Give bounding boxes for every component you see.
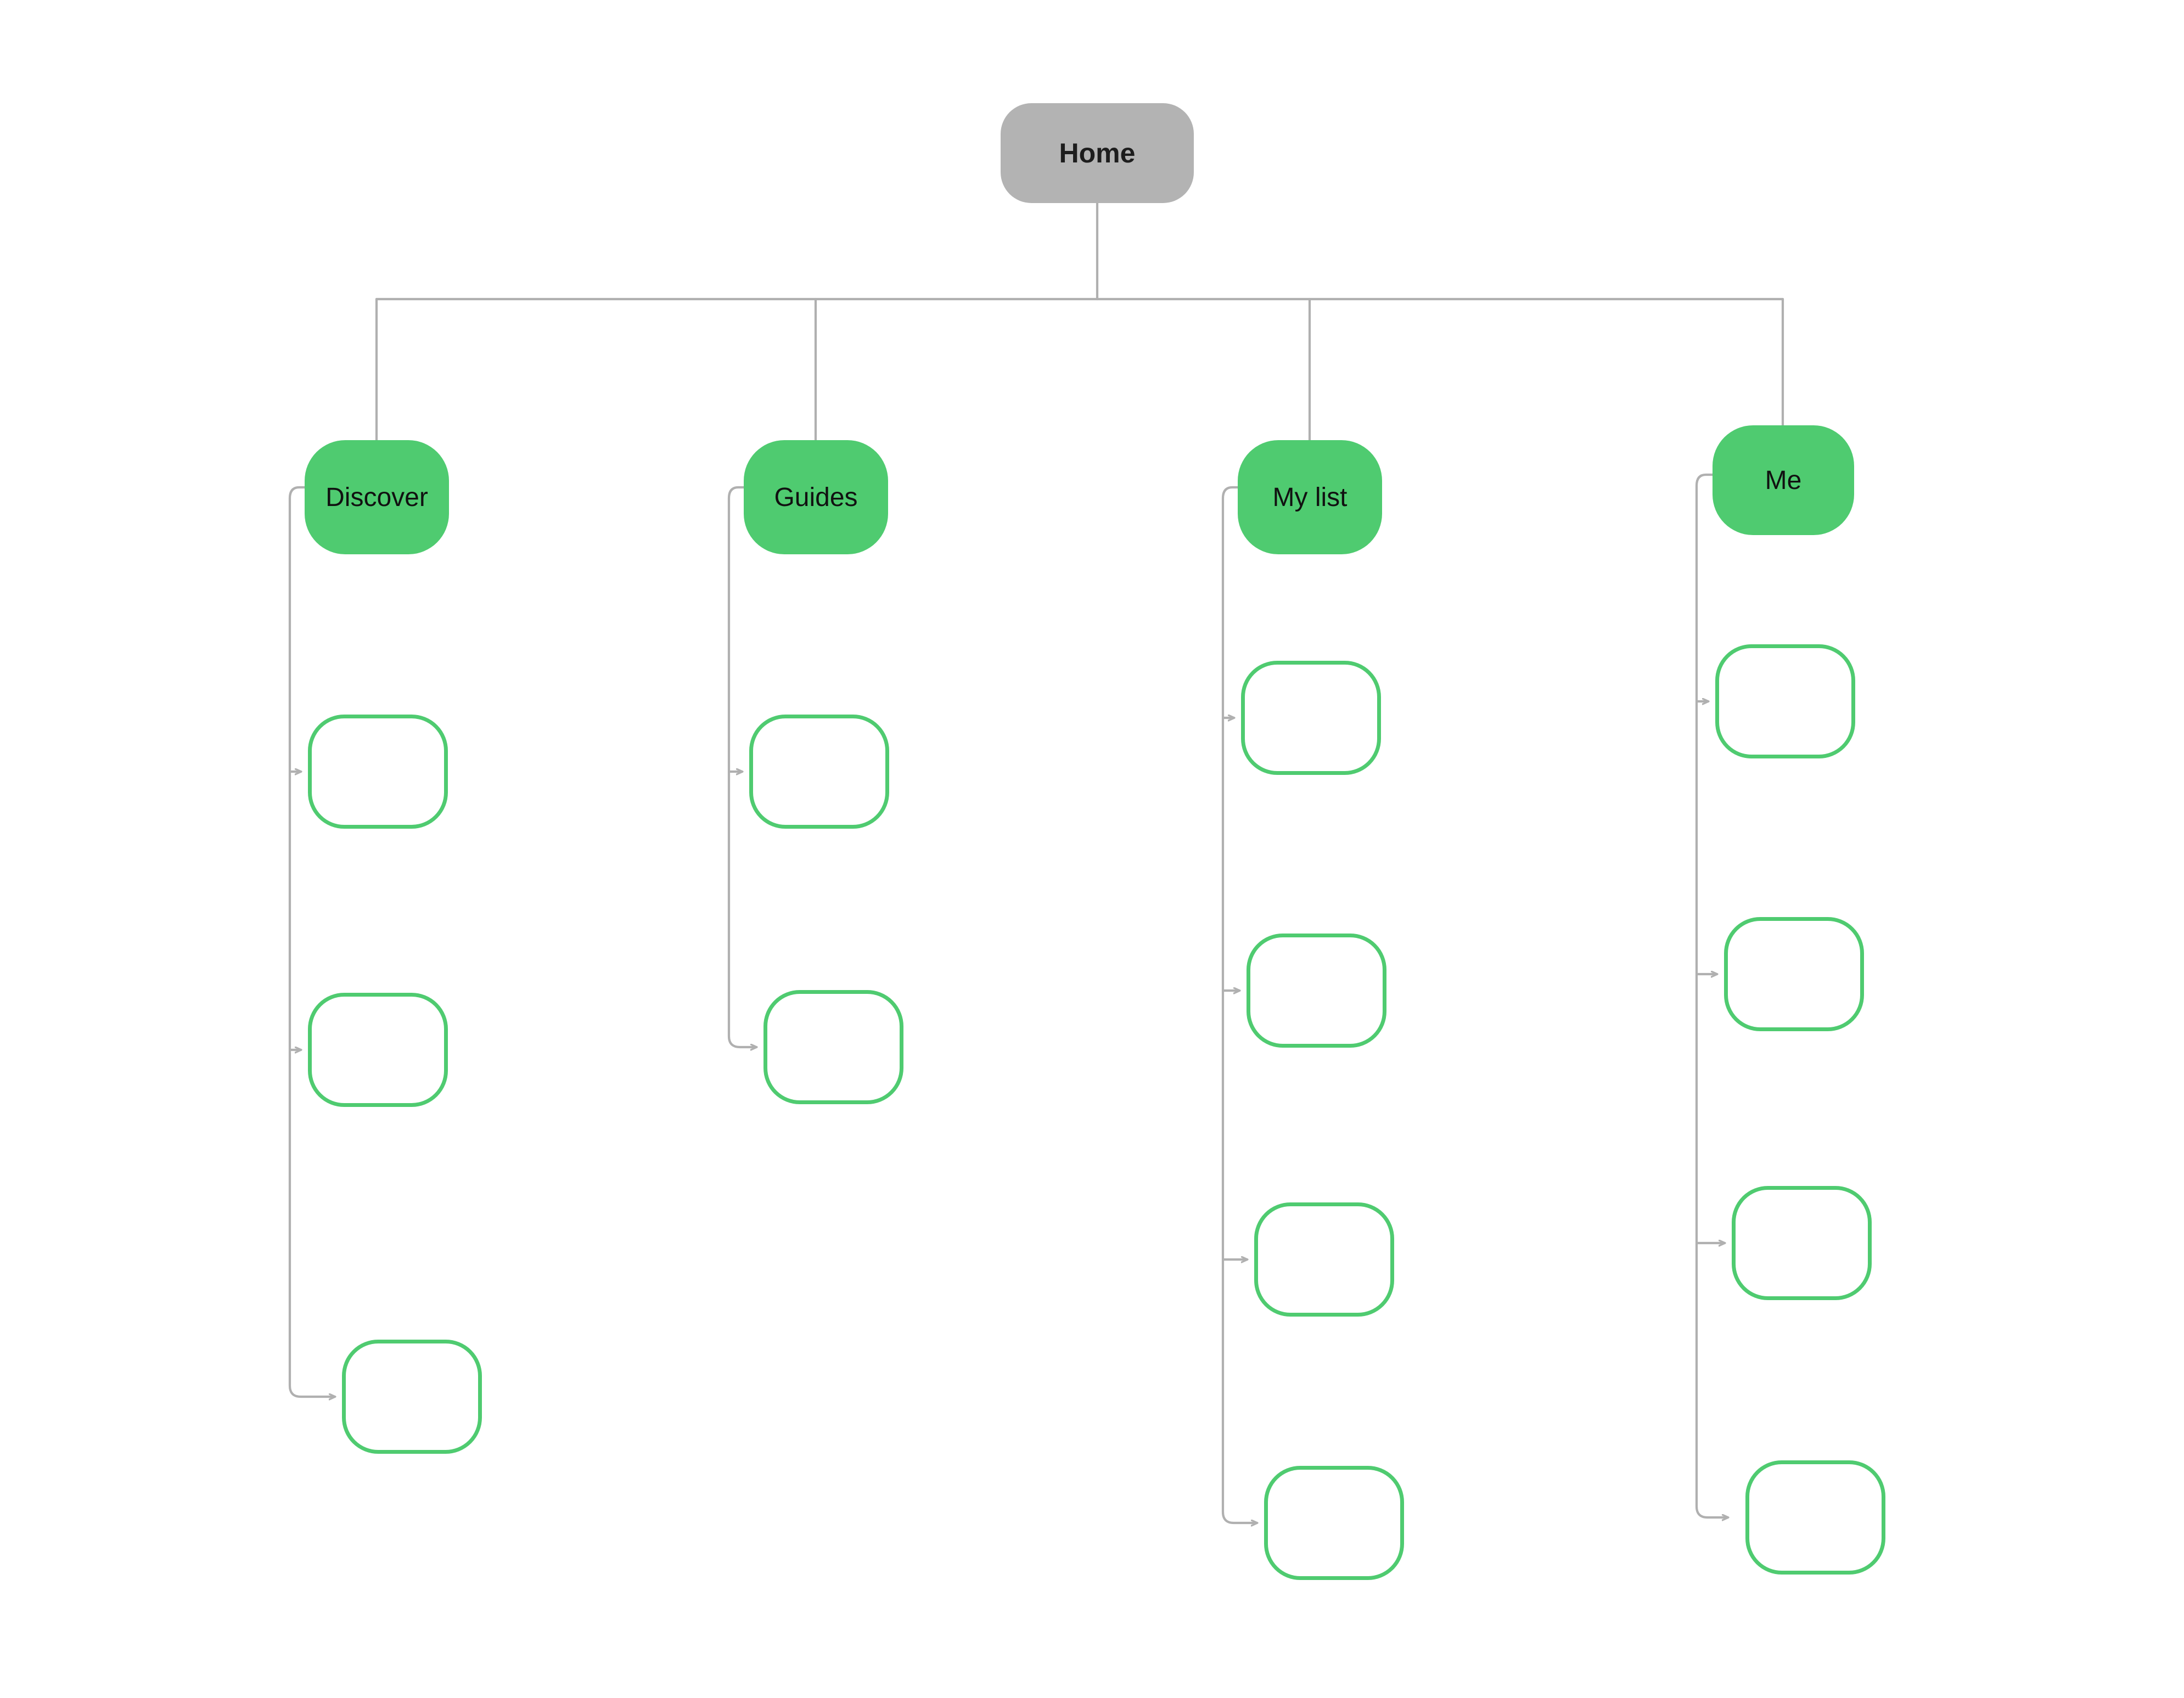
node-my-list-child-2[interactable] <box>1247 934 1386 1048</box>
node-my-list-child-4[interactable] <box>1264 1466 1404 1580</box>
node-me-label: Me <box>1765 465 1802 495</box>
node-my-list-label: My list <box>1272 482 1348 512</box>
node-my-list[interactable]: My list <box>1238 440 1382 554</box>
my-list-edges <box>1221 486 1257 1523</box>
node-my-list-child-1[interactable] <box>1241 661 1381 775</box>
node-me-child-3[interactable] <box>1732 1186 1872 1300</box>
node-guides-child-1[interactable] <box>749 715 889 829</box>
discover-edges <box>288 486 335 1397</box>
guides-edges <box>727 486 756 1047</box>
node-me[interactable]: Me <box>1713 425 1854 535</box>
node-home-label: Home <box>1059 138 1136 168</box>
node-me-child-2[interactable] <box>1724 917 1864 1031</box>
node-discover-label: Discover <box>325 482 428 512</box>
node-discover-child-1[interactable] <box>308 715 448 829</box>
node-guides[interactable]: Guides <box>744 440 888 554</box>
node-discover-child-3[interactable] <box>342 1340 482 1454</box>
node-guides-child-2[interactable] <box>763 990 903 1104</box>
node-discover-child-2[interactable] <box>308 993 448 1107</box>
node-my-list-child-3[interactable] <box>1254 1202 1394 1317</box>
node-me-child-1[interactable] <box>1715 644 1855 758</box>
root-bus-edges <box>375 201 1784 442</box>
node-home[interactable]: Home <box>1001 103 1194 203</box>
node-discover[interactable]: Discover <box>305 440 449 554</box>
node-me-child-4[interactable] <box>1745 1460 1885 1575</box>
node-guides-label: Guides <box>774 482 858 512</box>
me-edges <box>1695 473 1728 1517</box>
